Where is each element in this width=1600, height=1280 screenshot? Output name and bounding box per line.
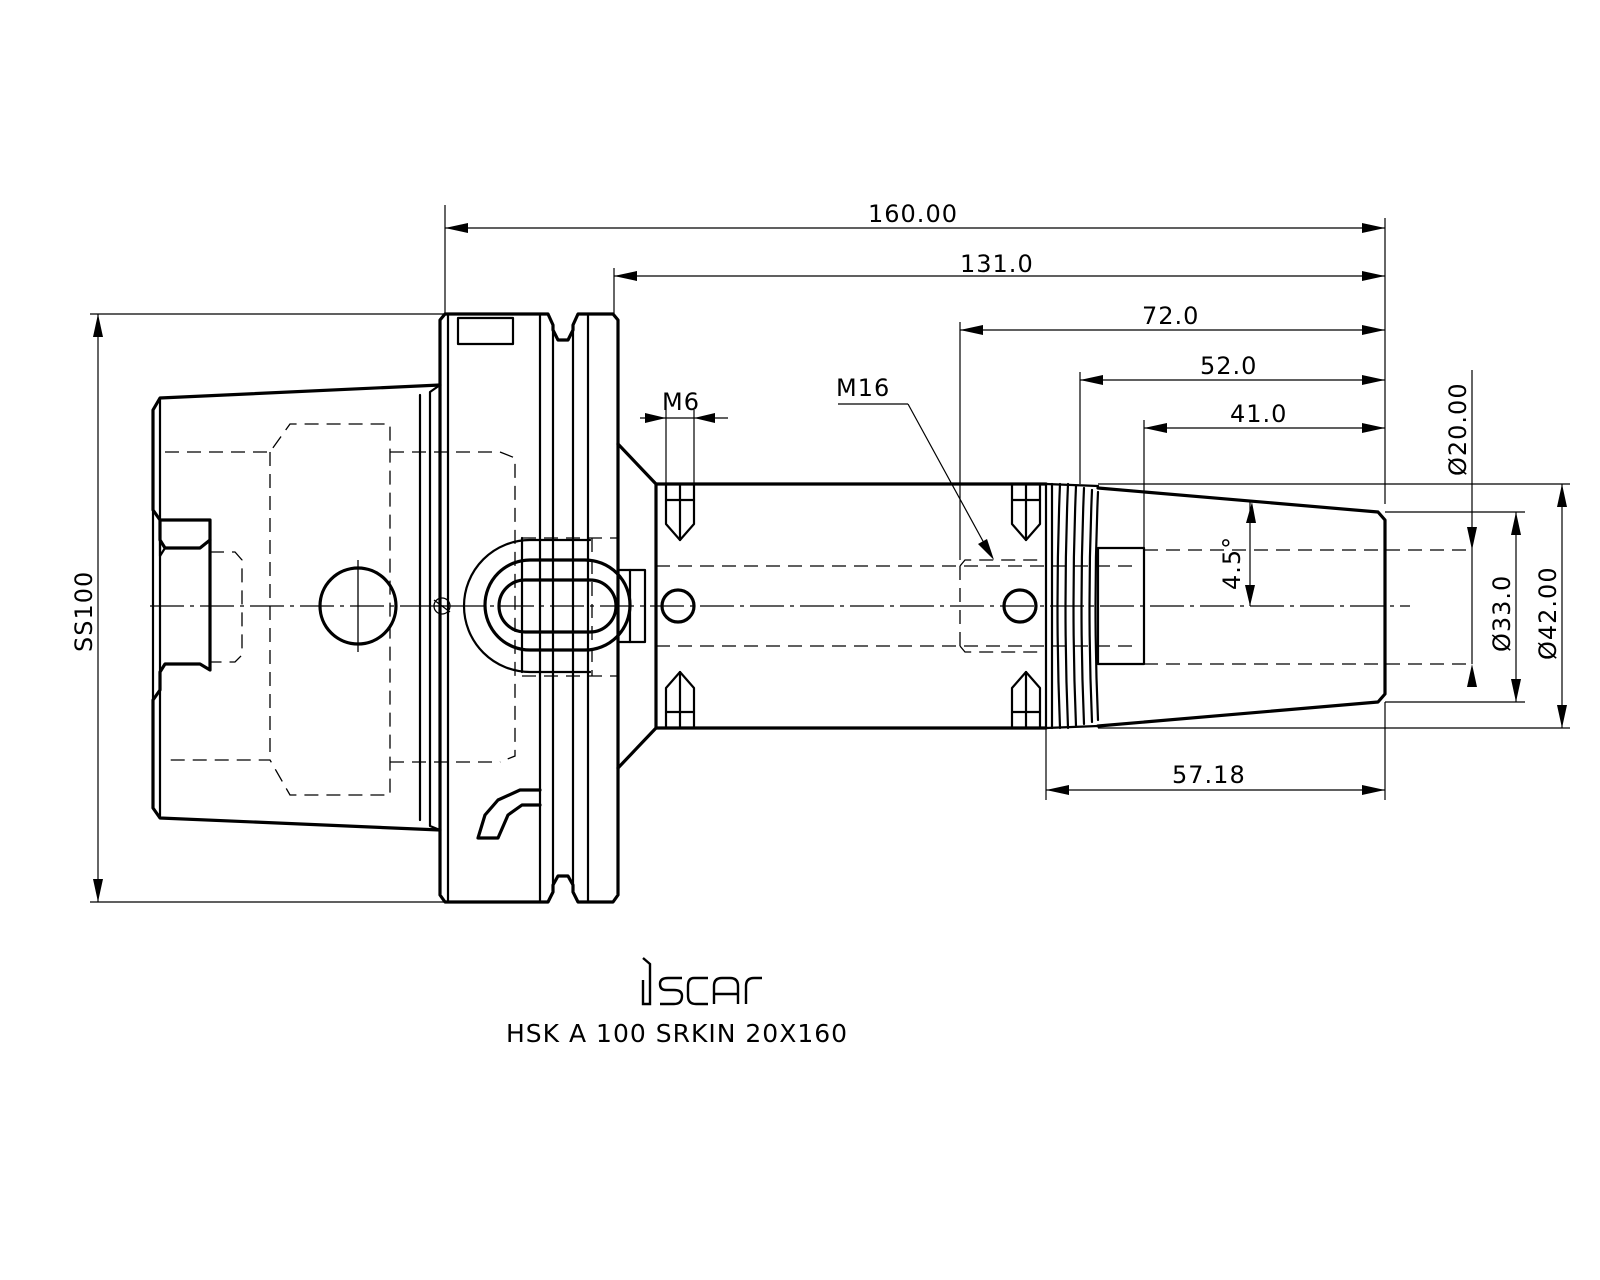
m6-hole	[660, 588, 696, 624]
dim-dia33: Ø33.0	[1488, 575, 1516, 652]
dim-57: 57.18	[1172, 761, 1246, 789]
dim-m16: M16	[836, 374, 890, 402]
dim-131: 131.0	[960, 250, 1034, 278]
flange	[438, 312, 632, 904]
dim-41: 41.0	[1230, 400, 1287, 428]
body	[616, 442, 1140, 770]
dim-160: 160.00	[868, 200, 958, 228]
dim-ss100: SS100	[70, 571, 98, 652]
dim-dia42: Ø42.00	[1534, 566, 1562, 660]
dim-angle: 4.5°	[1218, 536, 1246, 590]
collet-nose	[1096, 486, 1470, 728]
iscar-logo	[641, 957, 762, 1006]
dim-m6: M6	[662, 388, 700, 416]
thread	[1044, 482, 1146, 730]
hsk-shank	[151, 383, 516, 832]
m16-hole	[1002, 588, 1038, 624]
dim-72: 72.0	[1142, 302, 1199, 330]
dimension-lines	[90, 205, 1570, 903]
dim-dia20: Ø20.00	[1444, 382, 1472, 476]
product-code: HSK A 100 SRKIN 20X160	[506, 1019, 848, 1048]
dim-52: 52.0	[1200, 352, 1257, 380]
